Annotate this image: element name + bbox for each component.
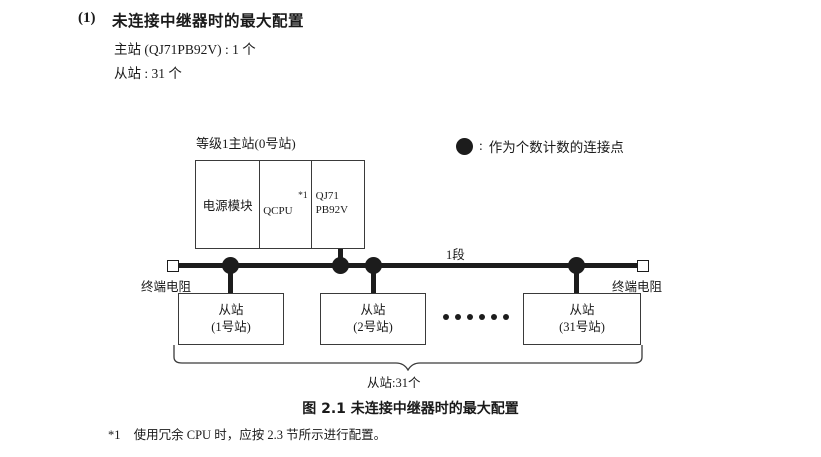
legend-colon: : (479, 138, 483, 153)
network-module-label-line2: PB92V (315, 204, 349, 216)
drop-stub-slave-31 (574, 265, 579, 294)
footnote-text: 使用冗余 CPU 时，应按 2.3 节所示进行配置。 (133, 428, 387, 442)
power-module-label: 电源模块 (202, 199, 253, 213)
connection-node-slave-2 (365, 257, 382, 274)
spec-slave-count: 从站 : 31 个 (114, 66, 182, 81)
connection-node-master (332, 257, 349, 274)
slave-station-2: (2号站) (353, 320, 393, 334)
slave-station-box-31: 从站 (31号站) (523, 293, 641, 345)
slave-group-brace (173, 345, 643, 371)
master-station-label: 等级1主站(0号站) (196, 136, 296, 151)
terminator-right-icon (637, 260, 649, 272)
rack-cell-cpu: QCPU *1 (260, 161, 312, 248)
page-title: 未连接中继器时的最大配置 (112, 12, 305, 30)
footnote: *1 使用冗余 CPU 时，应按 2.3 节所示进行配置。 (108, 424, 386, 443)
filled-circle-icon (456, 137, 473, 155)
drop-stub-slave-2 (371, 265, 376, 294)
rack-cell-network-module: QJ71 PB92V (312, 161, 364, 248)
slave-name-2: 从站 (360, 303, 386, 317)
legend-label: 作为个数计数的连接点 (488, 140, 624, 155)
master-rack: 电源模块 QCPU *1 QJ71 PB92V (195, 160, 365, 249)
slave-station-31: (31号站) (559, 320, 605, 334)
cpu-label: QCPU (263, 205, 293, 217)
slave-name-31: 从站 (569, 303, 595, 317)
drop-stub-slave-1 (228, 265, 233, 294)
heading-number: (1) (78, 10, 96, 26)
legend: : 作为个数计数的连接点 (456, 136, 624, 156)
terminator-left-icon (167, 260, 179, 272)
terminator-left-label: 终端电阻 (141, 280, 192, 294)
slave-station-box-1: 从站 (1号站) (178, 293, 284, 345)
segment-label: 1段 (446, 248, 465, 262)
terminator-right-label: 终端电阻 (612, 280, 663, 294)
network-module-label: QJ71 PB92V (316, 189, 348, 217)
network-module-label-line1: QJ71 (315, 190, 339, 202)
slave-name-1: 从站 (218, 303, 244, 317)
slave-station-1: (1号站) (211, 320, 251, 334)
cpu-footnote-marker: *1 (298, 191, 308, 201)
bus-trunk-line (178, 263, 644, 268)
slave-group-label: 从站:31个 (367, 376, 421, 390)
figure-caption: 图 2.1 未连接中继器时的最大配置 (302, 401, 519, 417)
ellipsis-icon (443, 314, 509, 320)
connection-node-slave-1 (222, 257, 239, 274)
footnote-marker: *1 (108, 428, 121, 442)
connection-node-slave-31 (568, 257, 585, 274)
rack-cell-power-module: 电源模块 (196, 161, 261, 248)
spec-master-count: 主站 (QJ71PB92V) : 1 个 (114, 42, 256, 57)
slave-station-box-2: 从站 (2号站) (320, 293, 426, 345)
